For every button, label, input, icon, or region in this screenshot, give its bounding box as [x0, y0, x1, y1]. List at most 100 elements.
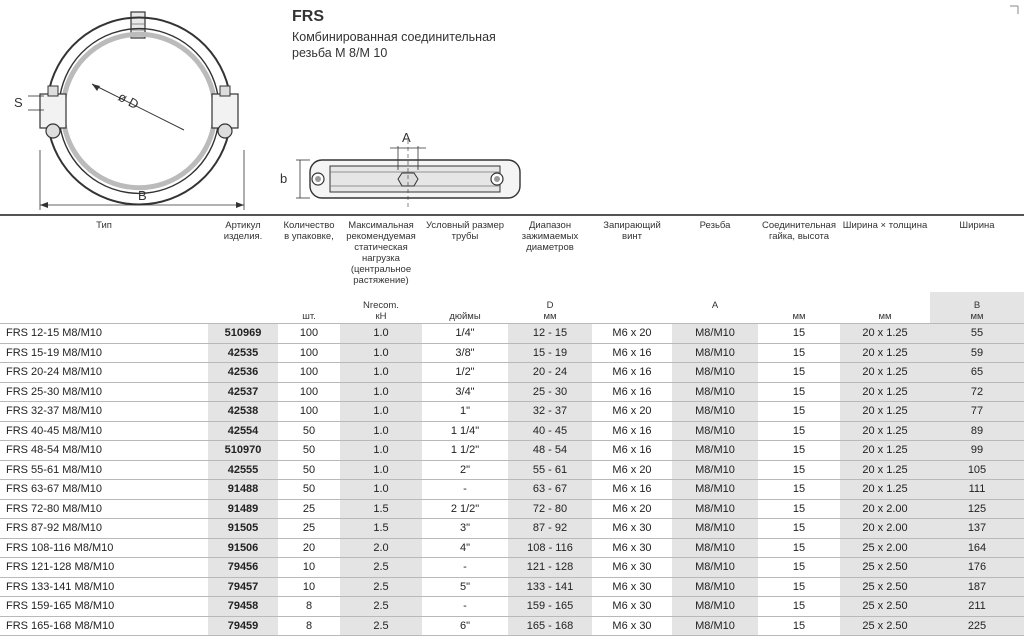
cell-thread: M8/M10: [672, 557, 758, 577]
cell-screw: M6 x 16: [592, 440, 672, 460]
cell-range: 12 - 15: [508, 323, 592, 343]
col-header-type: Тип: [96, 220, 112, 231]
cell-type: FRS 20-24 M8/M10: [0, 362, 208, 382]
header-rule: [0, 214, 1024, 216]
cell-load: 1.0: [340, 381, 422, 402]
cell-art: 91488: [208, 479, 278, 499]
cell-art: 42538: [208, 401, 278, 421]
cell-nut: 15: [758, 323, 840, 343]
spec-table: Тип Артикул изделия. Количество в упаков…: [0, 217, 1024, 636]
cell-art: 42554: [208, 420, 278, 441]
cell-pipe: -: [422, 479, 508, 499]
cell-wt: 20 x 1.25: [840, 420, 930, 441]
cell-width: 89: [930, 420, 1024, 441]
cell-range: 87 - 92: [508, 518, 592, 538]
cell-load: 2.5: [340, 557, 422, 577]
cell-art: 510969: [208, 323, 278, 343]
cell-range: 15 - 19: [508, 342, 592, 363]
cell-width: 105: [930, 459, 1024, 480]
cell-pipe: 2": [422, 459, 508, 480]
unit-width: B мм: [930, 292, 1024, 324]
cell-art: 91489: [208, 498, 278, 519]
cell-range: 55 - 61: [508, 459, 592, 480]
cell-load: 2.0: [340, 537, 422, 558]
cell-nut: 15: [758, 420, 840, 441]
cell-qty: 25: [278, 498, 340, 519]
cell-width: 72: [930, 381, 1024, 402]
cell-wt: 20 x 1.25: [840, 459, 930, 480]
cell-nut: 15: [758, 537, 840, 558]
unit-thread: A: [672, 292, 758, 324]
cell-art: 510970: [208, 440, 278, 460]
col-header-load: Максимальная рекомендуемая статическая н…: [346, 220, 416, 286]
cell-screw: M6 x 16: [592, 381, 672, 402]
cell-pipe: -: [422, 596, 508, 616]
cell-screw: M6 x 30: [592, 537, 672, 558]
cell-load: 1.0: [340, 342, 422, 363]
col-header-width-thickness: Ширина × толщина: [842, 220, 928, 231]
cell-pipe: -: [422, 557, 508, 577]
cell-width: 77: [930, 401, 1024, 421]
cell-type: FRS 159-165 M8/M10: [0, 596, 208, 616]
cell-nut: 15: [758, 615, 840, 636]
cell-wt: 20 x 1.25: [840, 362, 930, 382]
cell-load: 1.0: [340, 440, 422, 460]
cell-screw: M6 x 20: [592, 459, 672, 480]
unit-range: D мм: [508, 292, 592, 324]
cell-type: FRS 121-128 M8/M10: [0, 557, 208, 577]
subtitle-line-2: резьба М 8/М 10: [292, 46, 388, 60]
cell-nut: 15: [758, 459, 840, 480]
cell-art: 42555: [208, 459, 278, 480]
cell-width: 125: [930, 498, 1024, 519]
cell-load: 1.0: [340, 479, 422, 499]
dimension-b-small-label: b: [280, 171, 288, 186]
cell-type: FRS 87-92 M8/M10: [0, 518, 208, 538]
cell-width: 211: [930, 596, 1024, 616]
cell-screw: M6 x 30: [592, 518, 672, 538]
cell-nut: 15: [758, 557, 840, 577]
units-row: шт. Nrecom. кН дюймы D мм A мм мм B мм: [0, 292, 1024, 324]
b-symbol: B: [973, 300, 981, 311]
cell-load: 1.5: [340, 498, 422, 519]
cell-width: 59: [930, 342, 1024, 363]
cell-pipe: 4": [422, 537, 508, 558]
cell-width: 99: [930, 440, 1024, 460]
header-row: Тип Артикул изделия. Количество в упаков…: [0, 217, 1024, 292]
cell-wt: 20 x 1.25: [840, 401, 930, 421]
cell-art: 42536: [208, 362, 278, 382]
cell-thread: M8/M10: [672, 381, 758, 402]
cell-art: 79459: [208, 615, 278, 636]
cell-qty: 25: [278, 518, 340, 538]
cell-qty: 20: [278, 537, 340, 558]
cell-load: 2.5: [340, 576, 422, 597]
col-header-range: Диапазон зажимаемых диаметров: [521, 220, 579, 253]
cell-pipe: 3/8": [422, 342, 508, 363]
load-unit: кН: [375, 311, 387, 322]
cell-width: 55: [930, 323, 1024, 343]
unit-pipe: дюймы: [449, 311, 481, 322]
cell-pipe: 1": [422, 401, 508, 421]
cell-qty: 10: [278, 576, 340, 597]
cell-wt: 20 x 2.00: [840, 498, 930, 519]
cell-art: 79456: [208, 557, 278, 577]
col-header-thread: Резьба: [699, 220, 731, 231]
unit-quantity: шт.: [302, 311, 316, 322]
cell-pipe: 3/4": [422, 381, 508, 402]
product-subtitle: Комбинированная соединительная резьба М …: [292, 29, 552, 61]
cell-nut: 15: [758, 342, 840, 363]
cell-width: 137: [930, 518, 1024, 538]
cell-qty: 100: [278, 401, 340, 421]
cell-pipe: 1/2": [422, 362, 508, 382]
cell-thread: M8/M10: [672, 498, 758, 519]
col-header-pipe-size: Условный размер трубы: [425, 220, 505, 242]
cell-load: 1.0: [340, 459, 422, 480]
cell-range: 133 - 141: [508, 576, 592, 597]
cell-wt: 20 x 1.25: [840, 381, 930, 402]
cell-wt: 20 x 1.25: [840, 342, 930, 363]
cell-screw: M6 x 30: [592, 576, 672, 597]
